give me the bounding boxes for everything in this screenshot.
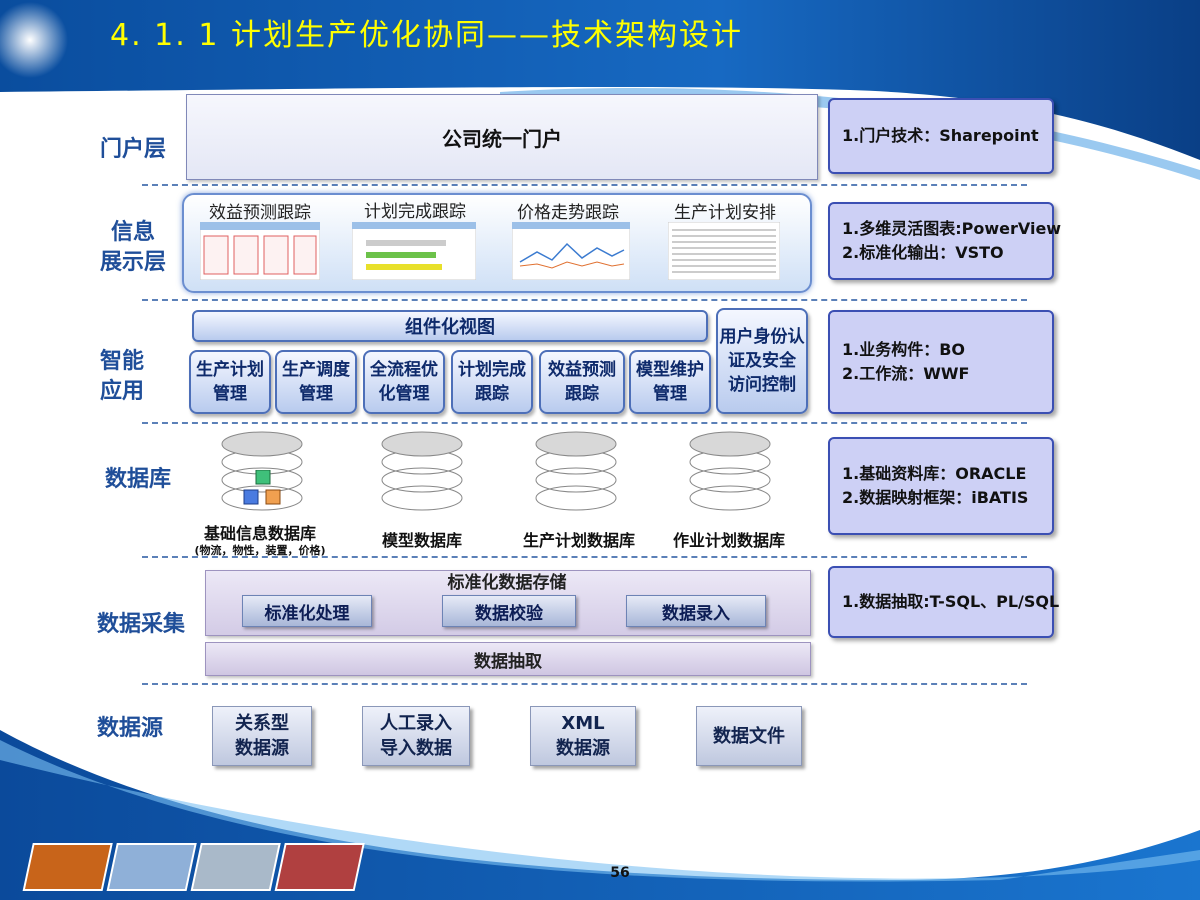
- layer-label-collect: 数据采集: [97, 612, 186, 637]
- tech-item: 1.多维灵活图表:PowerView: [842, 219, 1062, 238]
- tech-item: 1.业务构件：BO: [842, 340, 966, 359]
- database-icon: [689, 431, 771, 511]
- layer-divider: [142, 184, 1027, 186]
- component-view-bar: 组件化视图: [192, 310, 708, 342]
- industry-photo-strip: [22, 843, 365, 891]
- layer-divider: [142, 683, 1027, 685]
- info-panel-label: 价格走势跟踪: [517, 203, 619, 223]
- auth-security-box[interactable]: 用户身份认 证及安全 访问控制: [716, 308, 808, 414]
- database-label: 模型数据库: [381, 531, 462, 550]
- standard-storage-label: 标准化数据存储: [447, 573, 567, 593]
- app-benefit-tracking-button[interactable]: 效益预测 跟踪: [539, 350, 625, 414]
- layer-label-database: 数据库: [105, 467, 172, 492]
- app-model-maintenance-button[interactable]: 模型维护 管理: [629, 350, 711, 414]
- cube-icon: [243, 470, 281, 505]
- tech-box-info: 1.多维灵活图表:PowerView 2.标准化输出：VSTO: [828, 202, 1062, 280]
- app-plan-tracking-button[interactable]: 计划完成 跟踪: [451, 350, 533, 414]
- layer-label-smart: 智能 应用: [100, 349, 145, 404]
- database-label: 生产计划数据库: [522, 531, 635, 550]
- database-label: 基础信息数据库: [203, 524, 316, 543]
- tech-item: 1.门户技术：Sharepoint: [842, 126, 1039, 145]
- tech-box-portal: 1.门户技术：Sharepoint: [828, 98, 1054, 174]
- standardize-process-button[interactable]: 标准化处理: [242, 595, 372, 627]
- tech-item: 2.工作流：WWF: [842, 364, 970, 383]
- layer-label-source: 数据源: [97, 716, 164, 741]
- layer-label-portal: 门户层: [100, 137, 167, 162]
- database-icon: [535, 431, 617, 511]
- source-relational: 关系型 数据源: [212, 706, 312, 766]
- layer-divider: [142, 299, 1027, 301]
- data-entry-button[interactable]: 数据录入: [626, 595, 766, 627]
- page-number: 56: [610, 865, 630, 881]
- layer-divider: [142, 422, 1027, 424]
- layer-label-info: 信息 展示层: [100, 220, 167, 275]
- app-production-dispatch-button[interactable]: 生产调度 管理: [275, 350, 357, 414]
- app-process-optimization-button[interactable]: 全流程优 化管理: [363, 350, 445, 414]
- tech-box-collect: 1.数据抽取:T-SQL、PL/SQL: [828, 566, 1060, 638]
- data-extract-bar: 数据抽取: [205, 642, 811, 676]
- database-icon: [381, 431, 463, 511]
- database-label: 作业计划数据库: [672, 531, 785, 550]
- tech-item: 1.基础资料库：ORACLE: [842, 464, 1027, 483]
- layer-divider: [142, 556, 1027, 558]
- source-manual-import: 人工录入 导入数据: [362, 706, 470, 766]
- tech-box-smart: 1.业务构件：BO 2.工作流：WWF: [828, 310, 1054, 414]
- company-portal-box: 公司统一门户: [186, 94, 818, 180]
- info-panel-label: 生产计划安排: [674, 203, 776, 223]
- info-panel-label: 计划完成跟踪: [364, 202, 466, 222]
- tech-box-database: 1.基础资料库：ORACLE 2.数据映射框架：iBATIS: [828, 437, 1054, 535]
- tech-item: 2.数据映射框架：iBATIS: [842, 488, 1029, 507]
- production-schedule-thumbnail: [668, 222, 780, 280]
- source-data-file: 数据文件: [696, 706, 802, 766]
- tech-item: 2.标准化输出：VSTO: [842, 243, 1004, 262]
- data-validation-button[interactable]: 数据校验: [442, 595, 576, 627]
- database-sublabel: (物流，物性，装置，价格): [194, 544, 326, 557]
- slide-title: 4. 1. 1 计划生产优化协同——技术架构设计: [110, 18, 743, 53]
- tech-item: 1.数据抽取:T-SQL、PL/SQL: [842, 592, 1060, 611]
- benefit-forecast-thumbnail: [200, 222, 320, 280]
- source-xml: XML 数据源: [530, 706, 636, 766]
- app-production-plan-button[interactable]: 生产计划 管理: [189, 350, 271, 414]
- info-panel-label: 效益预测跟踪: [209, 203, 311, 223]
- price-trend-thumbnail: [512, 222, 630, 280]
- plan-completion-thumbnail: [352, 222, 476, 280]
